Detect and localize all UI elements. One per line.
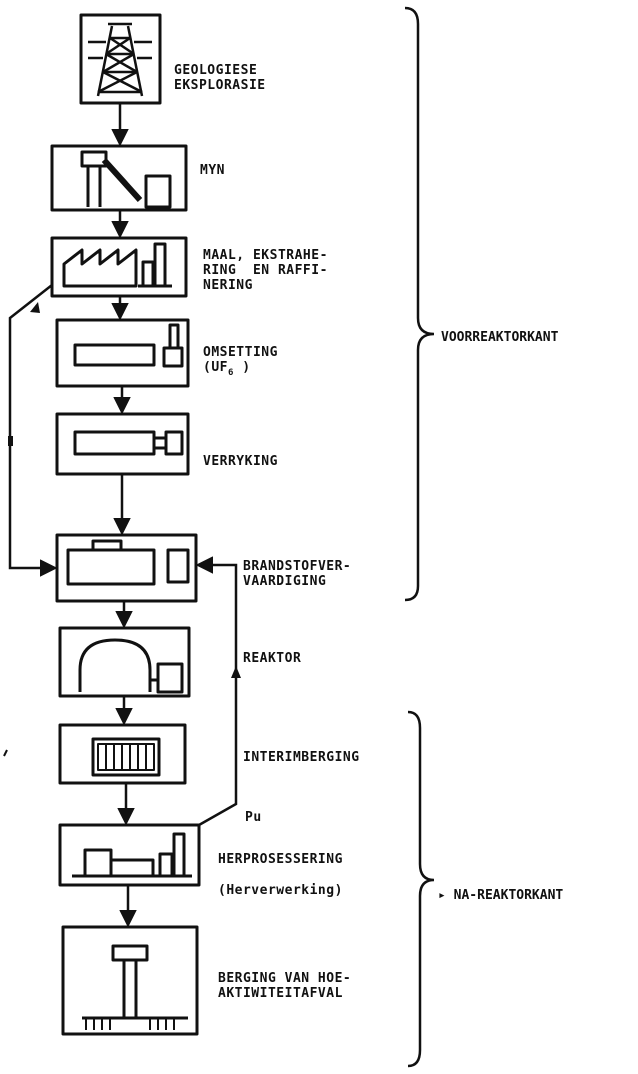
front-brace (405, 8, 434, 600)
reprocessing-plant-icon (60, 825, 199, 885)
scan-marks (4, 750, 7, 756)
recycle-loop (199, 565, 241, 825)
mine-icon (52, 146, 186, 210)
label-pu: Pu (245, 810, 262, 825)
group-label-back: ▸ NA-REAKTORKANT (438, 888, 563, 903)
label-interimberging: INTERIMBERGING (243, 750, 360, 765)
reactor-dome-icon (60, 628, 189, 696)
label-herprosessering: HERPROSESSERING (218, 852, 343, 867)
fuel-fabrication-icon (57, 535, 196, 601)
label-reaktor: REAKTOR (243, 651, 301, 666)
label-brandstof: BRANDSTOFVER- VAARDIGING (243, 559, 351, 589)
label-berging: BERGING VAN HOE- AKTIWITEITAFVAL (218, 971, 351, 1001)
label-myn: MYN (200, 163, 225, 178)
conversion-plant-icon (57, 320, 188, 386)
label-omsetting: OMSETTING(UF6 ) (203, 345, 278, 381)
label-verryking: VERRYKING (203, 454, 278, 469)
interim-storage-icon (60, 725, 185, 783)
label-maal: MAAL, EKSTRAHE- RING EN RAFFI- NERING (203, 248, 328, 293)
label-herverwerking: (Herverwerking) (218, 883, 343, 898)
group-label-front: VOORREAKTORKANT (441, 330, 558, 345)
back-brace (408, 712, 434, 1066)
bypass-loop (8, 285, 54, 568)
factory-icon (52, 238, 186, 296)
enrichment-plant-icon (57, 414, 188, 474)
label-geologiese: GEOLOGIESE EKSPLORASIE (174, 63, 266, 93)
flow-arrows (120, 103, 128, 924)
derrick-icon (81, 15, 160, 103)
braces (405, 8, 434, 1066)
waste-repository-icon (63, 927, 197, 1034)
